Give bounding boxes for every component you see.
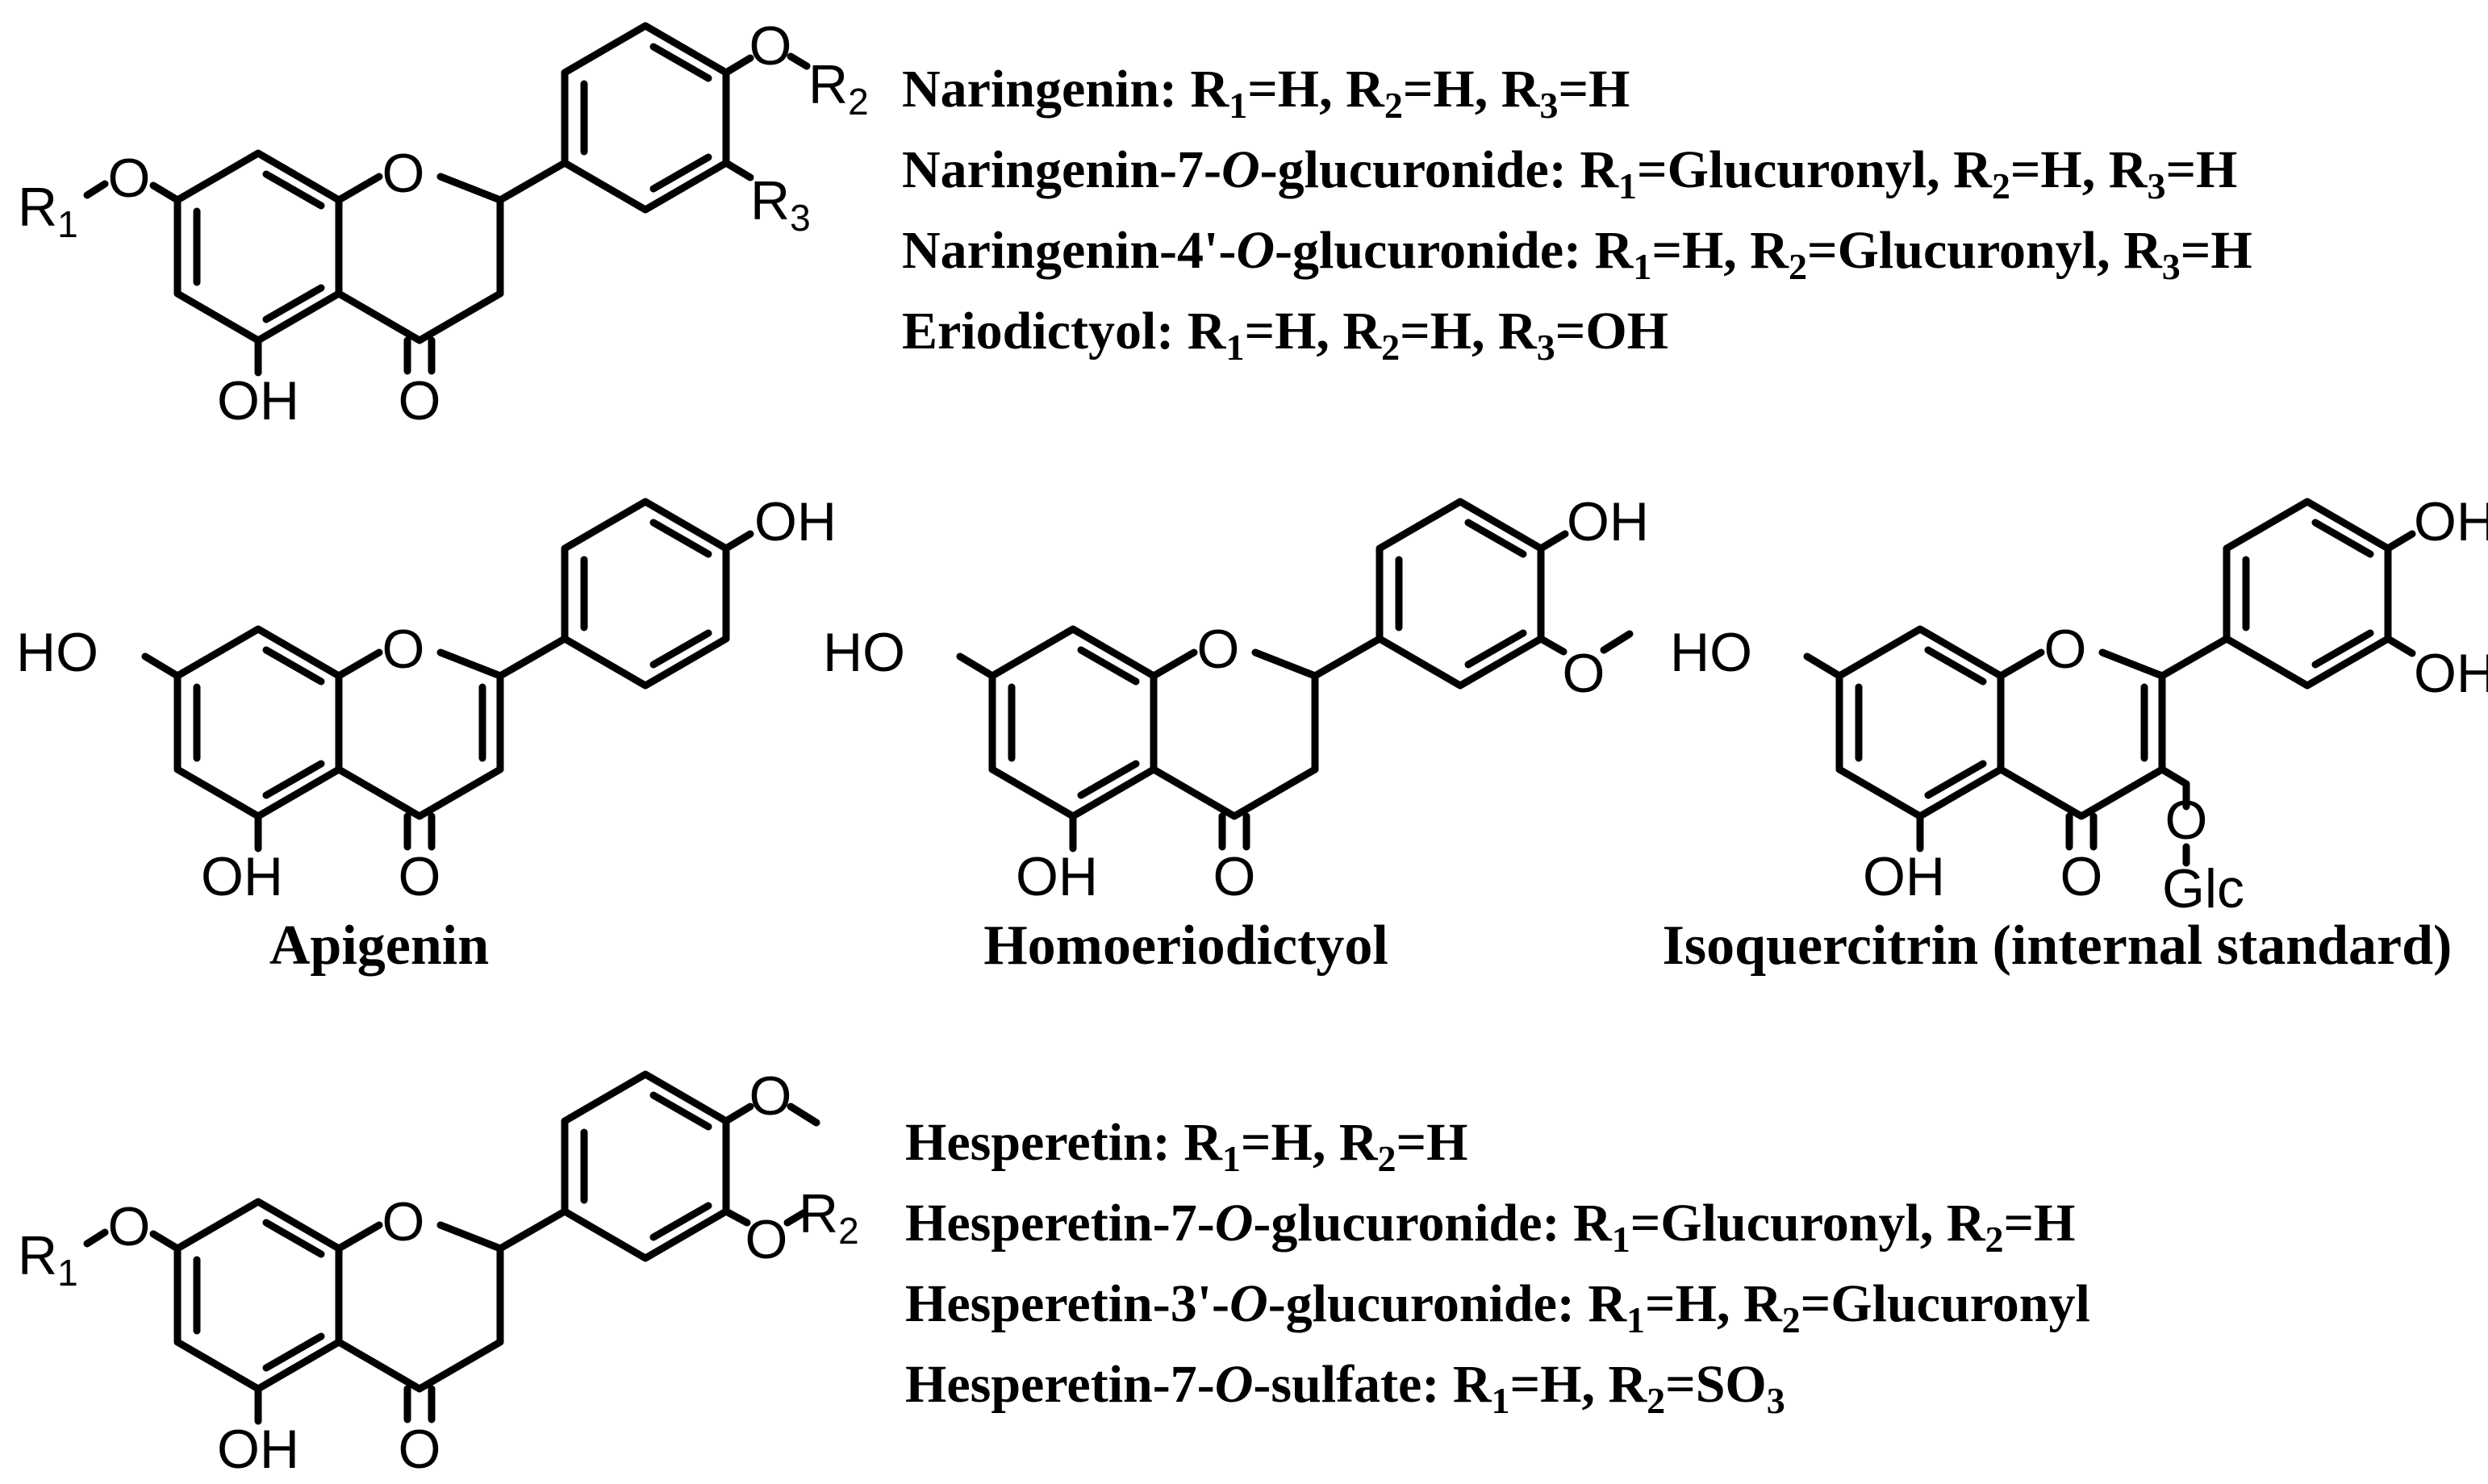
hesperetin-r2: R2 — [799, 1183, 859, 1252]
homoeriodictyol-5-oh: OH — [1016, 846, 1098, 907]
caption-isoquercitrin: Isoquercitrin (internal standard) — [1663, 915, 2453, 977]
naringenin-legend-line-4: Eriodictyol: R1=H, R2=H, R3=OH — [902, 302, 1668, 368]
homoeriodictyol-structure: O HO OH O OH O Homoeriodictyol — [823, 491, 1649, 977]
hesperetin-o7: O — [108, 1196, 151, 1257]
naringenin-legend-line-2: Naringenin-7-O-glucuronide: R1=Glucurony… — [902, 140, 2237, 206]
o4prime-label: O — [749, 15, 792, 77]
caption-homoeriodictyol: Homoeriodictyol — [983, 915, 1388, 977]
hesperetin-r1: R1 — [18, 1225, 78, 1294]
oh5-label: OH — [217, 370, 299, 431]
isoquercitrin-structure: O HO OH OH O Glc OH O Isoquercitrin (int… — [1663, 491, 2488, 977]
carbonyl-o-label: O — [399, 370, 441, 431]
apigenin-7-ho: HO — [16, 622, 98, 683]
hesperetin-skeleton: O O O O OH O R1 R2 — [18, 1065, 859, 1480]
isoquercitrin-glc: Glc — [2162, 858, 2244, 919]
isoquercitrin-4prime-oh: OH — [2414, 491, 2488, 552]
caption-apigenin: Apigenin — [269, 915, 489, 977]
naringenin-legend-line-1: Naringenin: R1=H, R2=H, R3=H — [902, 60, 1630, 126]
apigenin-4prime-oh: OH — [754, 491, 837, 552]
r1-label: R1 — [18, 177, 78, 245]
r3-label: R3 — [750, 170, 811, 239]
isoquercitrin-5-oh: OH — [1863, 846, 1945, 907]
naringenin-skeleton: O O O OH O R1 R2 R3 — [18, 15, 869, 431]
apigenin-carbonyl-o: O — [399, 846, 441, 907]
hesperetin-legend-line-2: Hesperetin-7-O-glucuronide: R1=Glucurony… — [905, 1194, 2075, 1260]
isoquercitrin-3prime-oh: OH — [2414, 643, 2488, 704]
hesperetin-legend-line-4: Hesperetin-7-O-sulfate: R1=H, R2=SO3 — [905, 1355, 1785, 1421]
isoquercitrin-carbonyl-o: O — [2060, 846, 2103, 907]
hesperetin-carbonyl-o: O — [399, 1419, 441, 1480]
isoquercitrin-7-ho: HO — [1670, 622, 1752, 683]
hesperetin-legend-line-1: Hesperetin: R1=H, R2=H — [905, 1113, 1467, 1179]
hesperetin-legend-line-3: Hesperetin-3'-O-glucuronide: R1=H, R2=Gl… — [905, 1274, 2090, 1340]
ring-oxygen-label: O — [382, 143, 425, 204]
apigenin-5-oh: OH — [201, 846, 283, 907]
isoquercitrin-ring-o: O — [2044, 619, 2087, 680]
naringenin-legend: Naringenin: R1=H, R2=H, R3=H Naringenin-7… — [902, 60, 2252, 368]
isoquercitrin-3-o: O — [2165, 790, 2208, 851]
hesperetin-legend: Hesperetin: R1=H, R2=H Hesperetin-7-O-glu… — [905, 1113, 2090, 1421]
naringenin-legend-line-3: Naringenin-4'-O-glucuronide: R1=H, R2=Gl… — [902, 221, 2252, 287]
homoeriodictyol-methoxy-o: O — [1563, 643, 1605, 704]
apigenin-structure: O HO OH OH O Apigenin — [16, 491, 837, 977]
hesperetin-o3prime: O — [745, 1209, 788, 1270]
homoeriodictyol-4prime-oh: OH — [1567, 491, 1649, 552]
o7-label: O — [108, 148, 151, 209]
r2-label: R2 — [808, 54, 869, 123]
hesperetin-methoxy-o: O — [749, 1065, 792, 1127]
hesperetin-ring-o: O — [382, 1191, 425, 1253]
homoeriodictyol-7-ho: HO — [823, 622, 905, 683]
homoeriodictyol-ring-o: O — [1197, 619, 1240, 680]
homoeriodictyol-carbonyl-o: O — [1213, 846, 1256, 907]
hesperetin-5-oh: OH — [217, 1419, 299, 1480]
apigenin-ring-o: O — [382, 619, 425, 680]
